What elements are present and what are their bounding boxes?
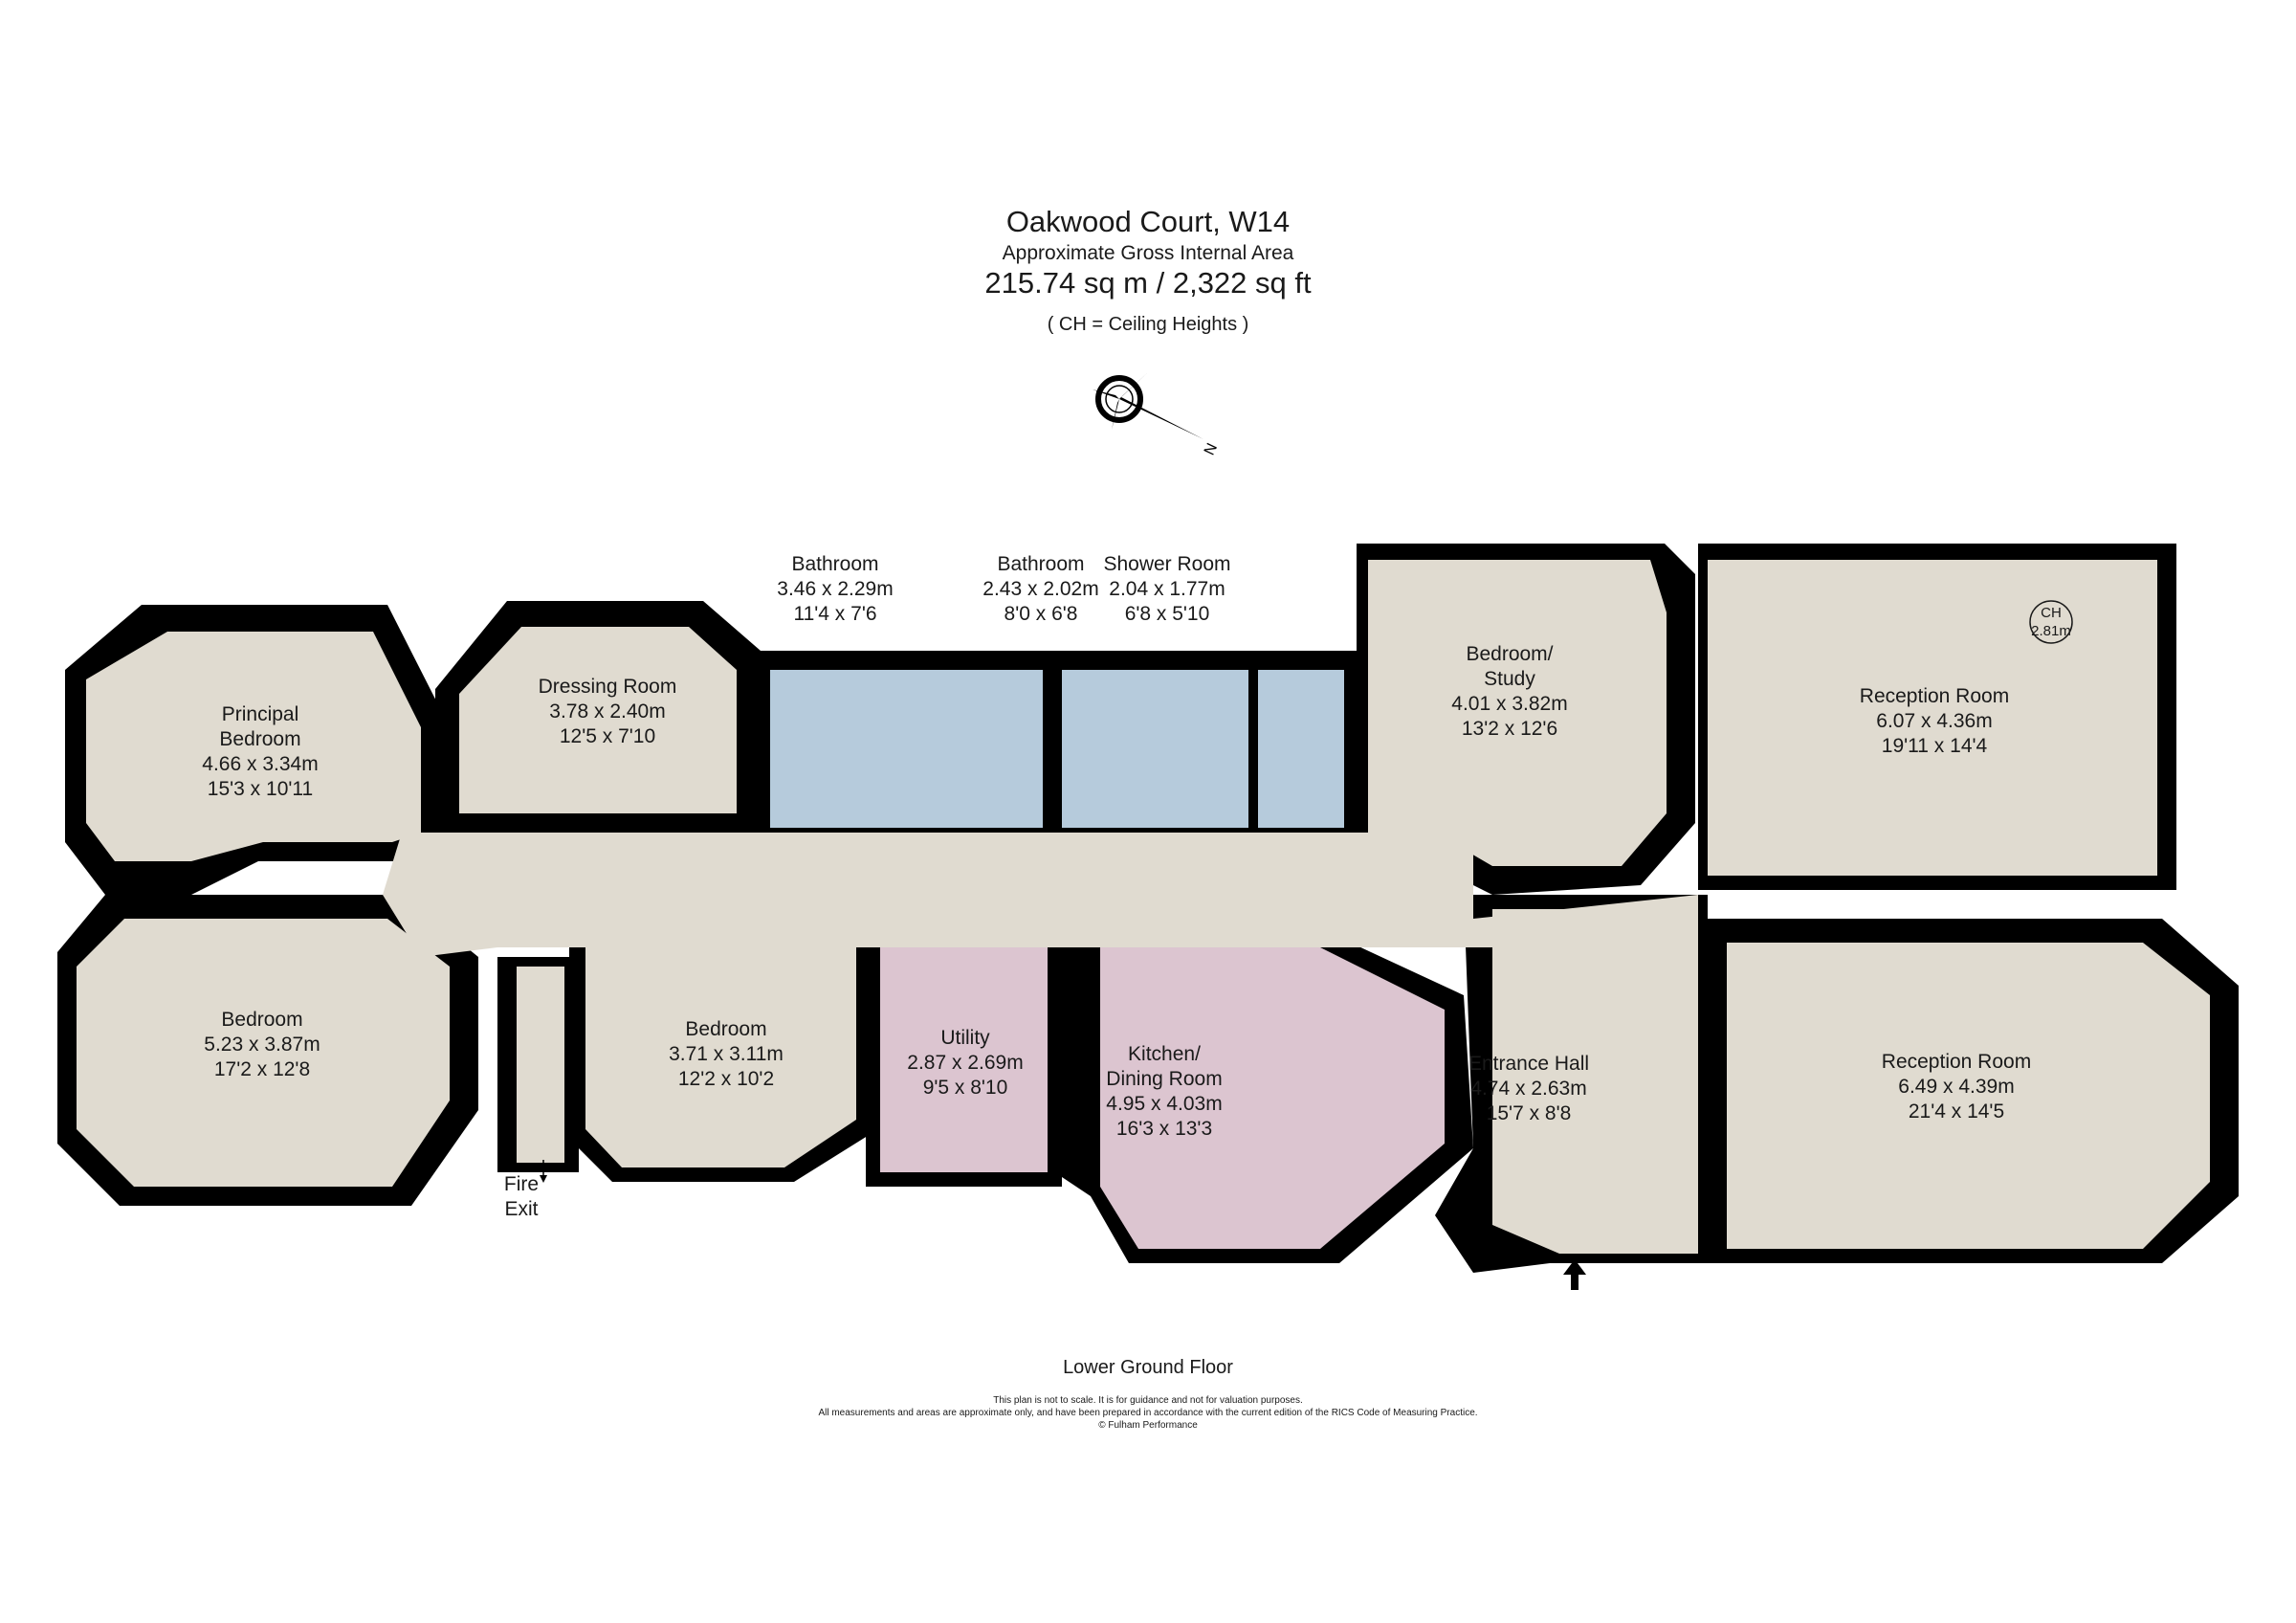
area-subtitle: Approximate Gross Internal Area (1002, 242, 1294, 264)
room-labels: Principal Bedroom 4.66 x 3.34m 15'3 x 10… (202, 553, 2073, 1220)
reception-room-1-metric: 6.07 x 4.36m (1876, 710, 1992, 732)
bedroom-study-imperial: 13'2 x 12'6 (1462, 718, 1557, 740)
ceiling-height-badge: CH 2.81m (2029, 600, 2073, 644)
property-title: Oakwood Court, W14 (1005, 205, 1291, 238)
principal-bedroom-imperial: 15'3 x 10'11 (208, 778, 313, 800)
dressing-room-name: Dressing Room (539, 676, 677, 698)
reception-room-1-imperial: 19'11 x 14'4 (1882, 735, 1988, 757)
dressing-room-imperial: 12'5 x 7'10 (560, 725, 655, 747)
fire-exit-line-1: Fire (504, 1173, 539, 1195)
shower-room-metric: 2.04 x 1.77m (1109, 578, 1225, 600)
kitchen-name-1: Kitchen/ (1128, 1043, 1201, 1065)
gross-area: 215.74 sq m / 2,322 sq ft (984, 266, 1312, 300)
reception-room-2-name: Reception Room (1882, 1051, 2031, 1073)
compass-rose-icon: N (1093, 372, 1221, 457)
utility-metric: 2.87 x 2.69m (907, 1052, 1023, 1074)
entrance-arrow-icon (1563, 1259, 1586, 1290)
copyright: © Fulham Performance (1098, 1420, 1198, 1431)
ceiling-height-label: CH (2041, 605, 2062, 621)
bedroom-2-name: Bedroom (221, 1009, 302, 1031)
bedroom-study-metric: 4.01 x 3.82m (1451, 693, 1567, 715)
bedroom-3-name: Bedroom (685, 1018, 766, 1040)
utility-name: Utility (940, 1027, 990, 1049)
ceiling-height-value: 2.81m (2031, 623, 2071, 639)
reception-room-2-imperial: 21'4 x 14'5 (1909, 1101, 2004, 1123)
disclaimer: This plan is not to scale. It is for gui… (0, 1394, 2296, 1432)
bathroom-2-imperial: 8'0 x 6'8 (1004, 603, 1078, 625)
fire-exit-arrow-icon (540, 1160, 547, 1183)
bathroom-2-name: Bathroom (997, 553, 1084, 575)
bathroom-2-metric: 2.43 x 2.02m (982, 578, 1098, 600)
bedroom-2-imperial: 17'2 x 12'8 (214, 1058, 310, 1080)
entrance-hall-metric: 4.74 x 2.63m (1470, 1078, 1586, 1100)
reception-room-1-name: Reception Room (1860, 685, 2009, 707)
bedroom-study-name-1: Bedroom/ (1466, 643, 1553, 665)
principal-bedroom-name-2: Bedroom (219, 728, 300, 750)
shower-room-name: Shower Room (1103, 553, 1230, 575)
dressing-room-metric: 3.78 x 2.40m (549, 700, 665, 723)
entrance-hall-imperial: 15'7 x 8'8 (1487, 1102, 1572, 1124)
principal-bedroom-metric: 4.66 x 3.34m (202, 753, 318, 775)
floor-label: Lower Ground Floor (1063, 1357, 1233, 1378)
bathroom-1-metric: 3.46 x 2.29m (777, 578, 893, 600)
shower-room-imperial: 6'8 x 5'10 (1125, 603, 1210, 625)
principal-bedroom-name-1: Principal (222, 703, 299, 725)
fire-exit-line-2: Exit (504, 1198, 538, 1220)
bedroom-3-imperial: 12'2 x 10'2 (678, 1068, 774, 1090)
bedroom-2-metric: 5.23 x 3.87m (204, 1034, 320, 1056)
bedroom-3-metric: 3.71 x 3.11m (669, 1043, 784, 1065)
ceiling-height-note: ( CH = Ceiling Heights ) (1047, 314, 1249, 335)
reception-room-2-metric: 6.49 x 4.39m (1898, 1076, 2014, 1098)
utility-imperial: 9'5 x 8'10 (923, 1077, 1008, 1099)
bathroom-1-imperial: 11'4 x 7'6 (793, 603, 876, 625)
entrance-hall-name: Entrance Hall (1468, 1053, 1589, 1075)
kitchen-metric: 4.95 x 4.03m (1106, 1093, 1222, 1115)
bedroom-study-name-2: Study (1484, 668, 1535, 690)
disclaimer-line-1: This plan is not to scale. It is for gui… (993, 1395, 1303, 1406)
bathroom-1-name: Bathroom (791, 553, 878, 575)
kitchen-name-2: Dining Room (1106, 1068, 1222, 1090)
kitchen-imperial: 16'3 x 13'3 (1116, 1118, 1212, 1140)
room-fills (77, 560, 2210, 1254)
plan-header: Oakwood Court, W14 Approximate Gross Int… (0, 203, 2296, 337)
disclaimer-line-2: All measurements and areas are approxima… (818, 1408, 1478, 1418)
